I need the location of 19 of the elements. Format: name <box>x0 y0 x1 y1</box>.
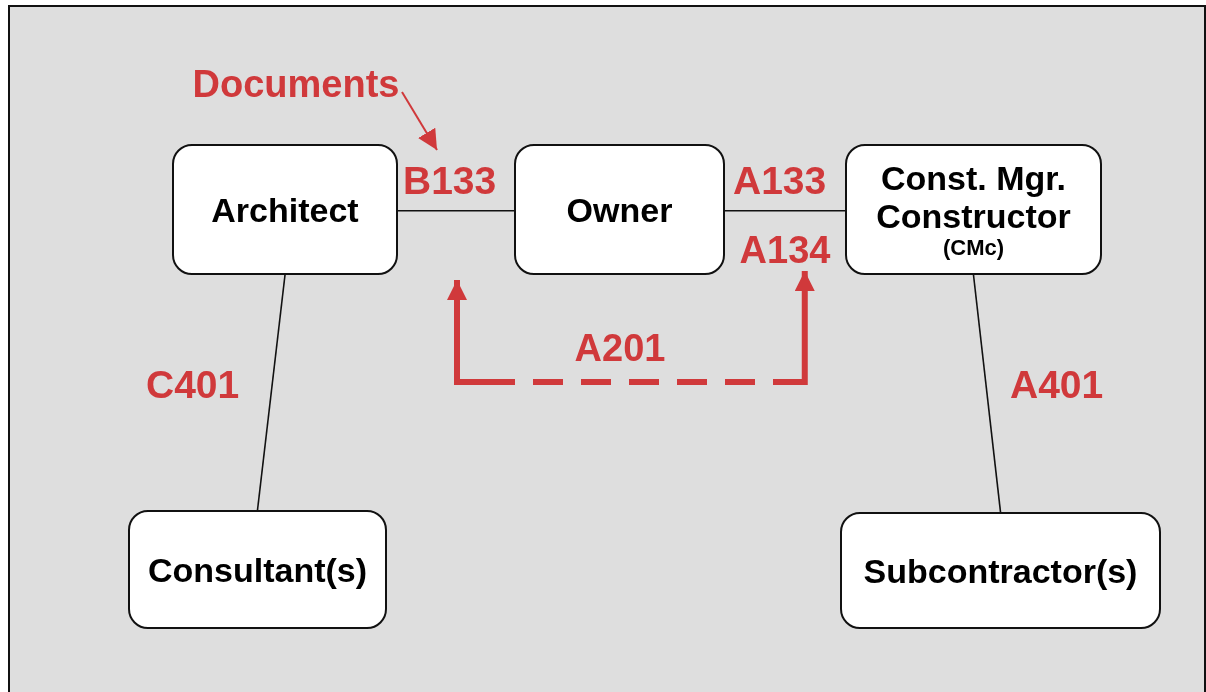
entity-box <box>172 144 398 275</box>
connector-line <box>972 274 1002 513</box>
entity-name: Documents <box>192 65 400 103</box>
entity-name: Consultant(s) <box>147 550 368 589</box>
connector-line <box>397 210 515 212</box>
entity-box <box>840 512 1161 629</box>
entity-name: Architect <box>211 190 359 229</box>
entity-box <box>514 144 725 275</box>
entity-name: Const. Mgr. Constructor <box>875 158 1072 235</box>
entity-name: A201 <box>574 329 666 367</box>
arrow <box>401 91 438 151</box>
entity-name: A134 <box>739 231 831 269</box>
entity-abbreviation: (CMc) <box>942 234 1005 261</box>
entity-name: Subcontractor(s) <box>863 551 1138 590</box>
entity-box <box>128 510 387 629</box>
entity-name: Owner <box>566 190 673 229</box>
connector-line <box>256 274 286 511</box>
entity-box <box>845 144 1102 275</box>
connector-line <box>724 210 846 212</box>
